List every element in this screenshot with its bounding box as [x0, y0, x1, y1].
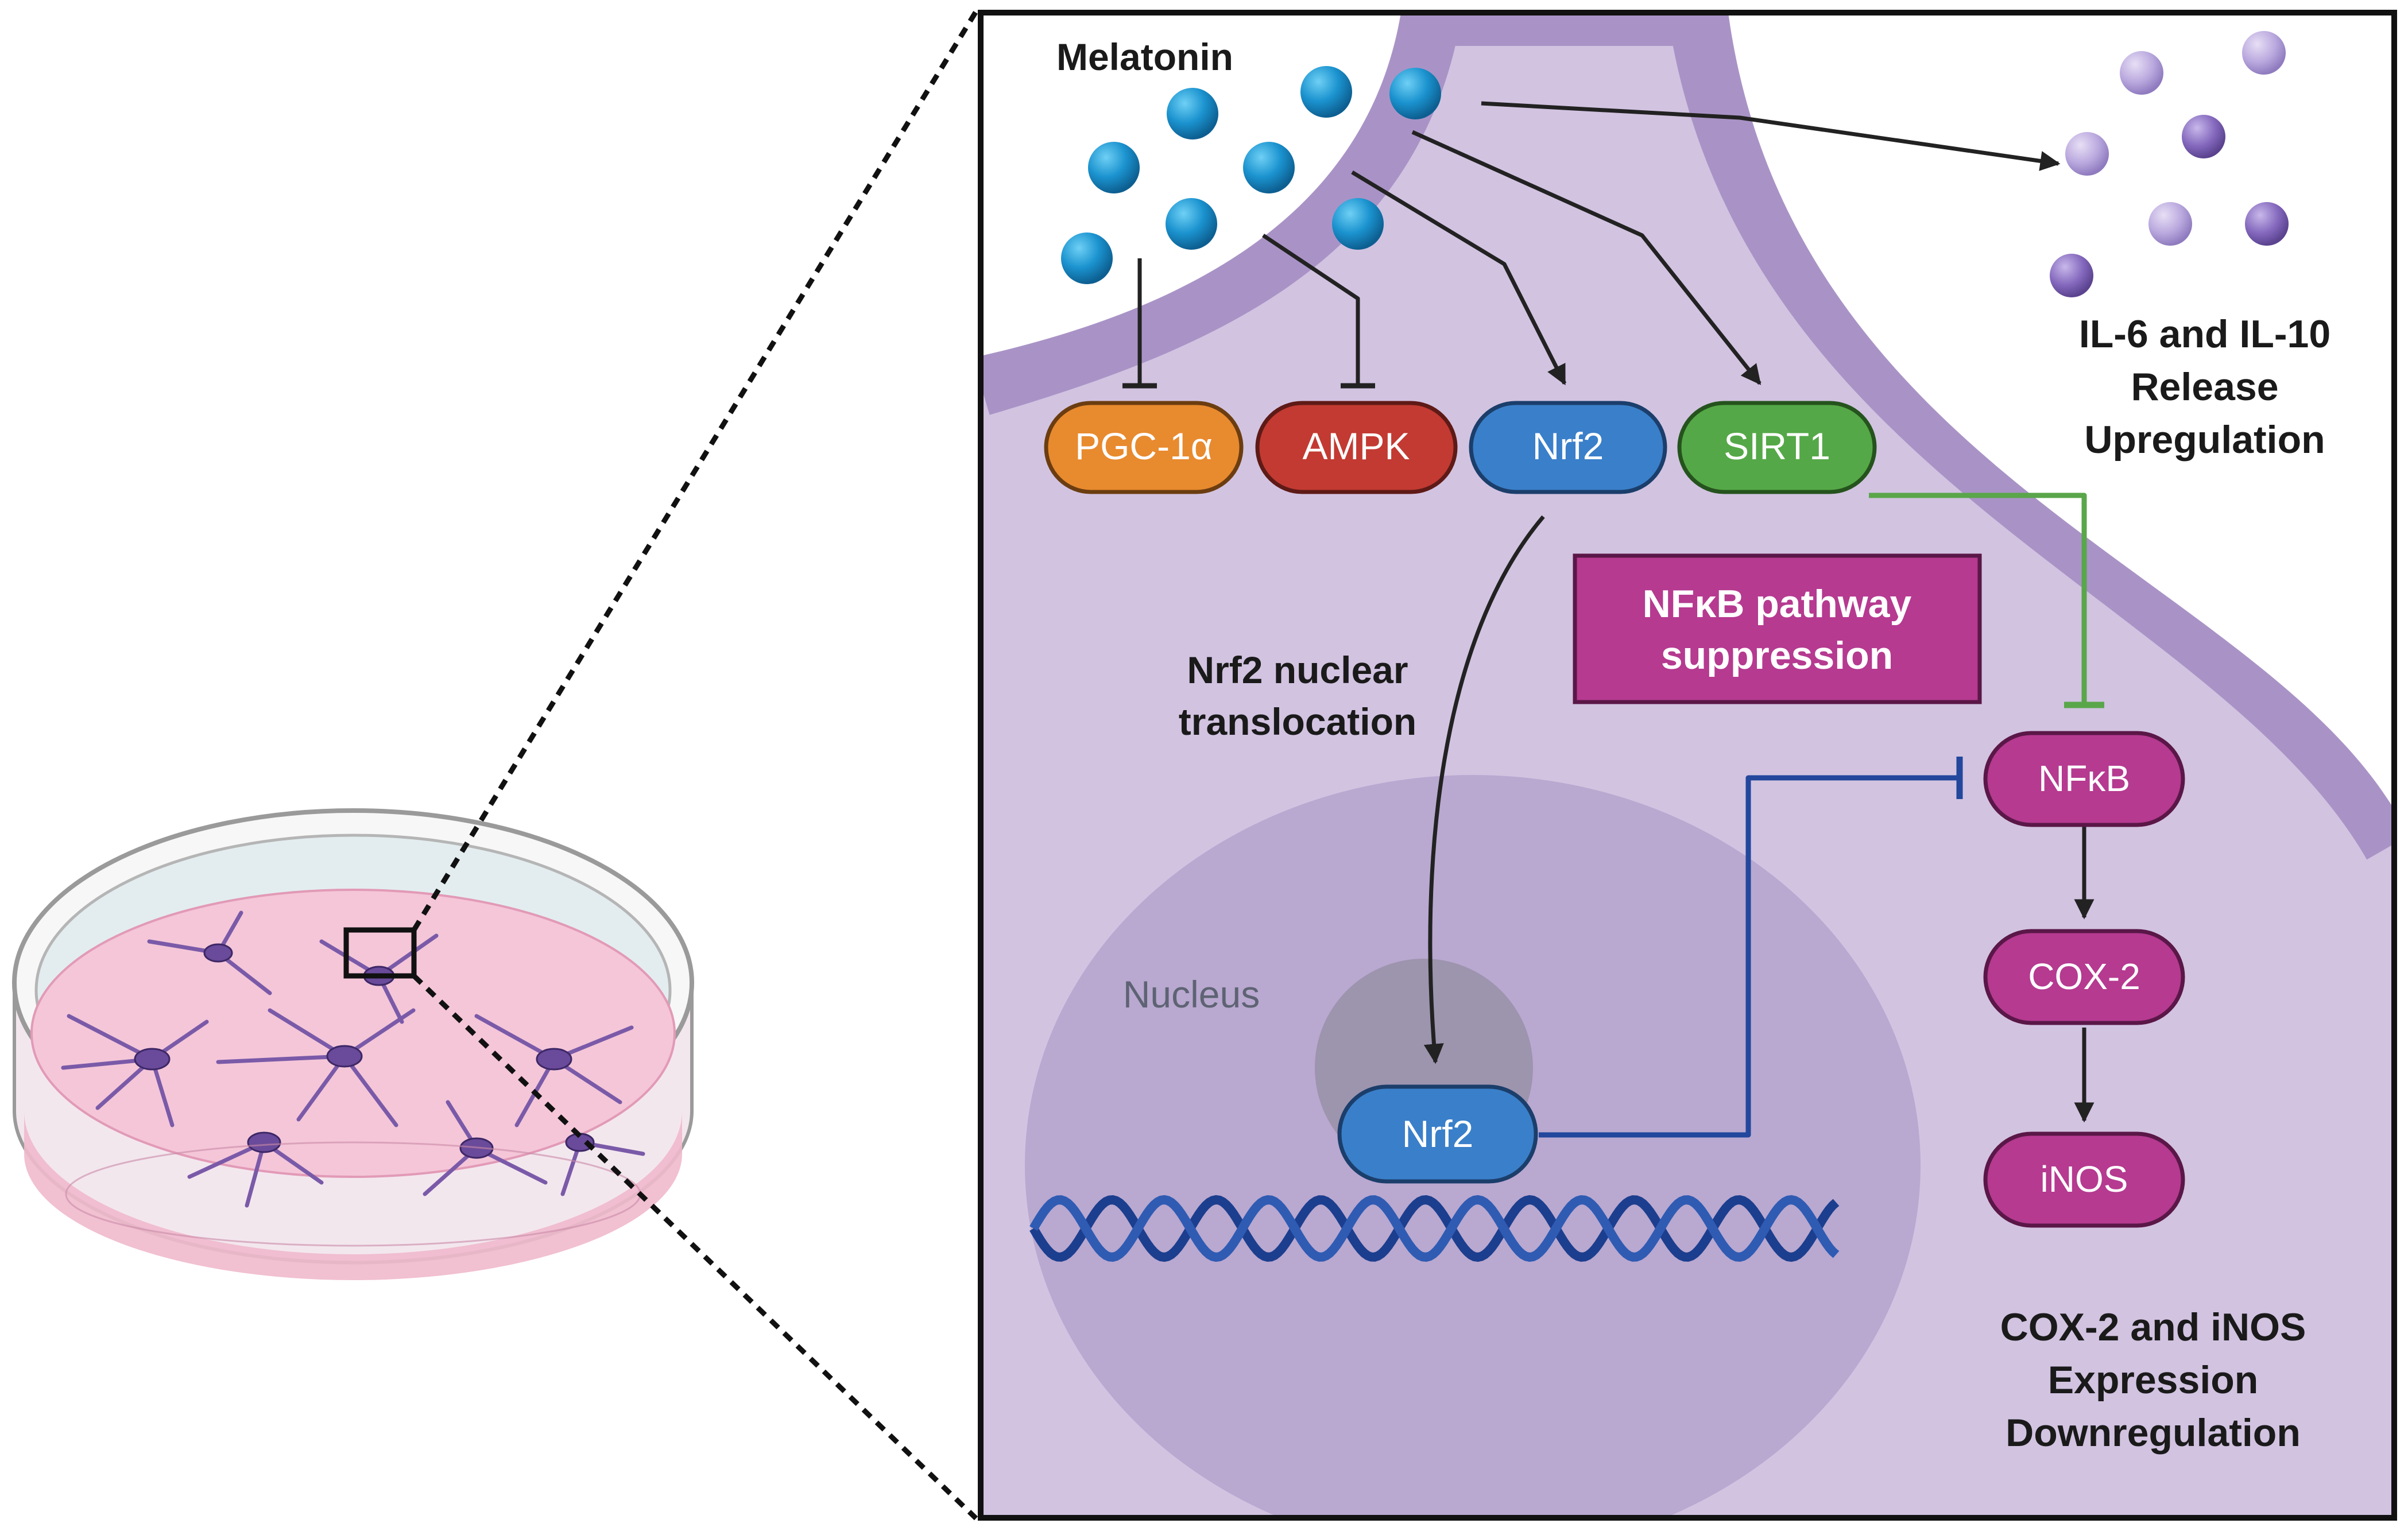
- dna-strand-b: [1029, 1195, 1840, 1262]
- sirt1-node: SIRT1: [1677, 401, 1877, 494]
- melatonin-molecules: [1061, 66, 1441, 284]
- nfkb-suppression-box: NFκB pathway suppression: [1573, 553, 1982, 704]
- pgc1a-label: PGC-1α: [1075, 425, 1213, 467]
- nrf2-label: Nrf2: [1532, 425, 1604, 467]
- cox-inos-label-line1: COX-2 and iNOS: [2000, 1305, 2306, 1349]
- nucleus-label: Nucleus: [1123, 973, 1260, 1016]
- pgc1a-node: PGC-1α: [1044, 401, 1244, 494]
- ampk-node: AMPK: [1255, 401, 1458, 494]
- melatonin-molecule: [1300, 66, 1352, 118]
- nrf2-node: Nrf2: [1469, 401, 1667, 494]
- cox2-label: COX-2: [2028, 956, 2140, 997]
- sirt1-inhibit-nfkb-line: [1869, 493, 2087, 703]
- nrf2-inhibit-nfkb-line: [1539, 775, 1958, 1138]
- melatonin-molecule: [1166, 198, 1217, 250]
- nfkb-node: NFκB: [1983, 731, 2185, 827]
- nrf2-translocation-label-line1: Nrf2 nuclear: [1187, 649, 1408, 691]
- petri-dish: [12, 808, 694, 1280]
- dna-helix: [1029, 1195, 1840, 1262]
- nuclear-nrf2-label: Nrf2: [1402, 1113, 1474, 1155]
- inos-label: iNOS: [2041, 1158, 2128, 1200]
- cytokine-molecule: [2245, 202, 2289, 246]
- cytokine-molecule: [2182, 115, 2225, 158]
- il-release-label-line1: IL-6 and IL-10: [2079, 312, 2330, 356]
- melatonin-molecule: [1061, 232, 1113, 284]
- inos-node: iNOS: [1983, 1131, 2185, 1228]
- nfkb-label: NFκB: [2038, 758, 2130, 799]
- melatonin-molecule: [1167, 88, 1218, 139]
- sirt1-label: SIRT1: [1724, 425, 1830, 467]
- cytokine-molecule: [2065, 132, 2109, 176]
- nuclear-nrf2-node: Nrf2: [1337, 1084, 1538, 1184]
- cox-inos-label-line3: Downregulation: [2006, 1411, 2301, 1455]
- connectors: [1122, 101, 2104, 1138]
- melatonin-molecule: [1088, 142, 1140, 193]
- inhibit-ampk-line: [1262, 234, 1360, 385]
- activate-sirt1-arrow: [1411, 130, 1762, 385]
- il-release-label-line2: Release: [2131, 365, 2278, 409]
- ampk-label: AMPK: [1302, 425, 1410, 467]
- cell-membrane: [981, 13, 2394, 860]
- cox-inos-label-line2: Expression: [2048, 1358, 2259, 1402]
- target-pills: PGC-1α AMPK Nrf2 SIRT1 Nrf2 NFκB COX-2: [1044, 401, 2185, 1228]
- nrf2-translocation-arrow: [1423, 515, 1545, 1064]
- cytokine-molecule: [2050, 254, 2093, 297]
- melatonin-molecule: [1332, 198, 1384, 250]
- cox2-node: COX-2: [1983, 929, 2185, 1025]
- nrf2-translocation-label-line2: translocation: [1179, 700, 1416, 743]
- zoom-selection-box: [343, 927, 417, 979]
- nfkb-suppression-line1: NFκB pathway: [1643, 582, 1912, 626]
- activate-nrf2-arrow: [1351, 170, 1567, 386]
- melatonin-molecule: [1389, 68, 1441, 119]
- il-release-arrow: [1481, 101, 2061, 171]
- cytokine-molecule: [2120, 51, 2163, 95]
- cytokine-molecule: [2148, 202, 2192, 246]
- nfkb-suppression-line2: suppression: [1661, 634, 1893, 677]
- zoom-lines: [412, 10, 978, 1521]
- melatonin-label: Melatonin: [1056, 36, 1233, 78]
- il-release-label-line3: Upregulation: [2084, 418, 2325, 462]
- dna-strand-a: [1029, 1195, 1840, 1262]
- cytokine-molecule: [2242, 31, 2286, 75]
- zoomed-cell-panel: [978, 10, 2397, 1521]
- cytokine-molecules: [2050, 31, 2289, 297]
- melatonin-molecule: [1243, 142, 1295, 193]
